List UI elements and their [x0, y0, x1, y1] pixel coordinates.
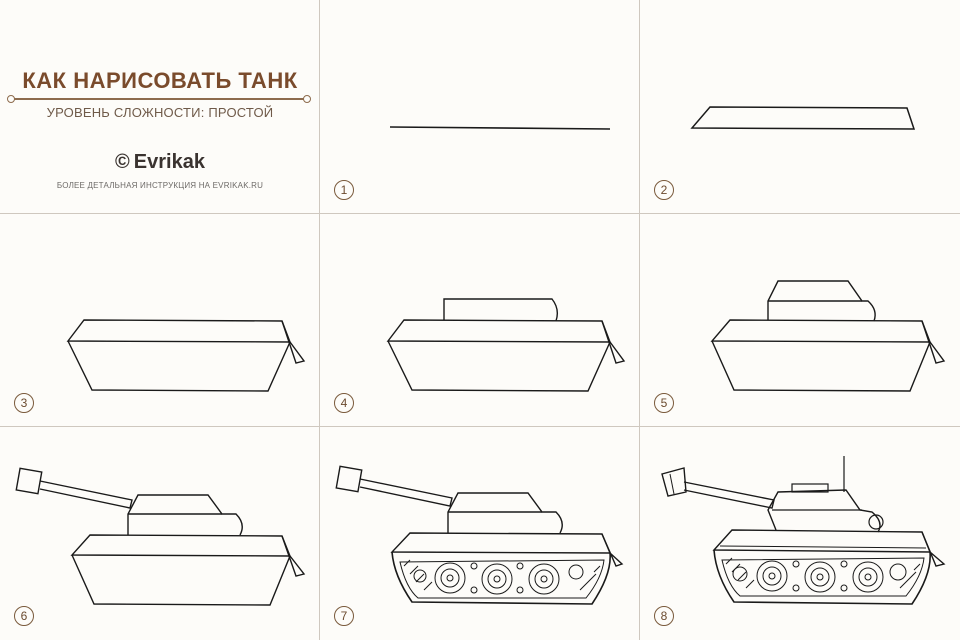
brand-logo: ©Evrikak: [0, 151, 320, 174]
step-panel-4: 4: [320, 213, 640, 426]
step-number-5: 5: [654, 393, 674, 413]
grid-line: [0, 426, 960, 427]
step-3-drawing: [66, 319, 306, 392]
step-panel-1: 1: [320, 0, 640, 213]
title-divider: [7, 95, 311, 103]
step-1-drawing: [389, 126, 611, 130]
step-5-drawing: [710, 280, 946, 392]
step-number-6: 6: [14, 606, 34, 626]
copyright-icon: ©: [115, 151, 130, 173]
step-number-2: 2: [654, 180, 674, 200]
step-panel-7: 7: [320, 426, 640, 639]
instructions-link-note: БОЛЕЕ ДЕТАЛЬНАЯ ИНСТРУКЦИЯ НА EVRIKAK.RU: [56, 181, 264, 190]
step-6-drawing: [15, 467, 306, 606]
step-number-1: 1: [334, 180, 354, 200]
step-number-4: 4: [334, 393, 354, 413]
step-number-3: 3: [14, 393, 34, 413]
grid-line: [319, 0, 320, 640]
grid-line: [0, 213, 960, 214]
grid-line: [639, 0, 640, 640]
step-panel-6: 6: [0, 426, 320, 639]
step-number-8: 8: [654, 606, 674, 626]
step-7-drawing: [335, 465, 624, 605]
step-panel-2: 2: [640, 0, 960, 213]
title-panel: КАК НАРИСОВАТЬ ТАНК УРОВЕНЬ СЛОЖНОСТИ: П…: [0, 0, 320, 213]
step-number-7: 7: [334, 606, 354, 626]
step-8-drawing: [661, 456, 946, 605]
step-4-drawing: [386, 298, 626, 392]
step-2-drawing: [690, 106, 916, 130]
page-title: КАК НАРИСОВАТЬ ТАНК: [22, 68, 298, 93]
step-panel-5: 5: [640, 213, 960, 426]
step-panel-3: 3: [0, 213, 320, 426]
difficulty-label: УРОВЕНЬ СЛОЖНОСТИ: ПРОСТОЙ: [46, 105, 274, 120]
step-panel-8: 8: [640, 426, 960, 639]
brand-name: Evrikak: [133, 151, 205, 173]
